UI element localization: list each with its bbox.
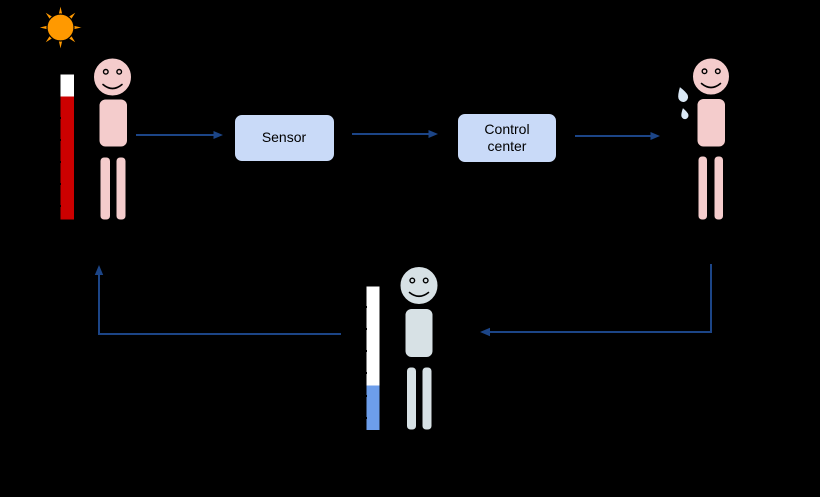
arrow-feedback-to-start — [94, 265, 341, 335]
person-eye — [409, 277, 416, 284]
thermometer-tick-marks — [53, 117, 61, 207]
person-smile — [700, 82, 722, 89]
person-leg — [712, 154, 725, 222]
thermometer-mercury-low — [365, 385, 381, 431]
arrowhead-icon — [428, 130, 438, 138]
person-eye — [701, 68, 708, 75]
sensor-box: Sensor — [233, 114, 335, 162]
person-torso — [403, 307, 435, 359]
person-head — [92, 56, 133, 98]
person-cooled-figure — [398, 265, 440, 432]
person-leg — [114, 155, 128, 222]
thermometer-mercury-high — [59, 96, 75, 221]
thermometer-outline — [364, 284, 382, 432]
person-head — [691, 56, 731, 97]
thermometer-hot-icon — [53, 72, 76, 222]
arrowhead-icon — [94, 265, 104, 275]
sweat-drop-icon — [676, 85, 690, 104]
person-smile — [408, 291, 430, 298]
arrow-response-to-cooling — [480, 264, 712, 337]
person-overheated-figure — [92, 56, 133, 222]
sensor-box-label: Sensor — [261, 129, 307, 146]
person-torso — [695, 97, 727, 149]
control-center-box: Control center — [457, 113, 557, 163]
thermometer-tick-marks — [359, 306, 367, 419]
sun-disc — [46, 13, 75, 42]
sun-icon — [36, 3, 85, 52]
person-eye — [714, 68, 721, 75]
person-leg — [420, 365, 434, 432]
person-eye — [116, 68, 123, 75]
person-sweating-figure — [676, 56, 731, 222]
control-center-box-label: Control center — [484, 120, 530, 155]
person-leg — [696, 154, 709, 222]
thermometer-outline — [58, 72, 76, 222]
arrow-control-to-effector — [575, 132, 660, 140]
person-eye — [102, 68, 109, 75]
person-head — [398, 265, 440, 306]
person-leg — [405, 365, 418, 432]
thermometer-cool-icon — [359, 284, 382, 432]
person-torso — [97, 97, 129, 149]
person-leg — [98, 155, 112, 222]
arrowhead-icon — [650, 132, 660, 140]
sweat-drop-icon — [680, 106, 690, 120]
person-smile — [102, 83, 123, 90]
arrow-stimulus-to-sensor — [136, 131, 223, 139]
arrow-sensor-to-control — [352, 130, 438, 138]
arrowhead-icon — [213, 131, 223, 139]
arrowhead-icon — [480, 327, 490, 337]
person-eye — [422, 277, 429, 284]
